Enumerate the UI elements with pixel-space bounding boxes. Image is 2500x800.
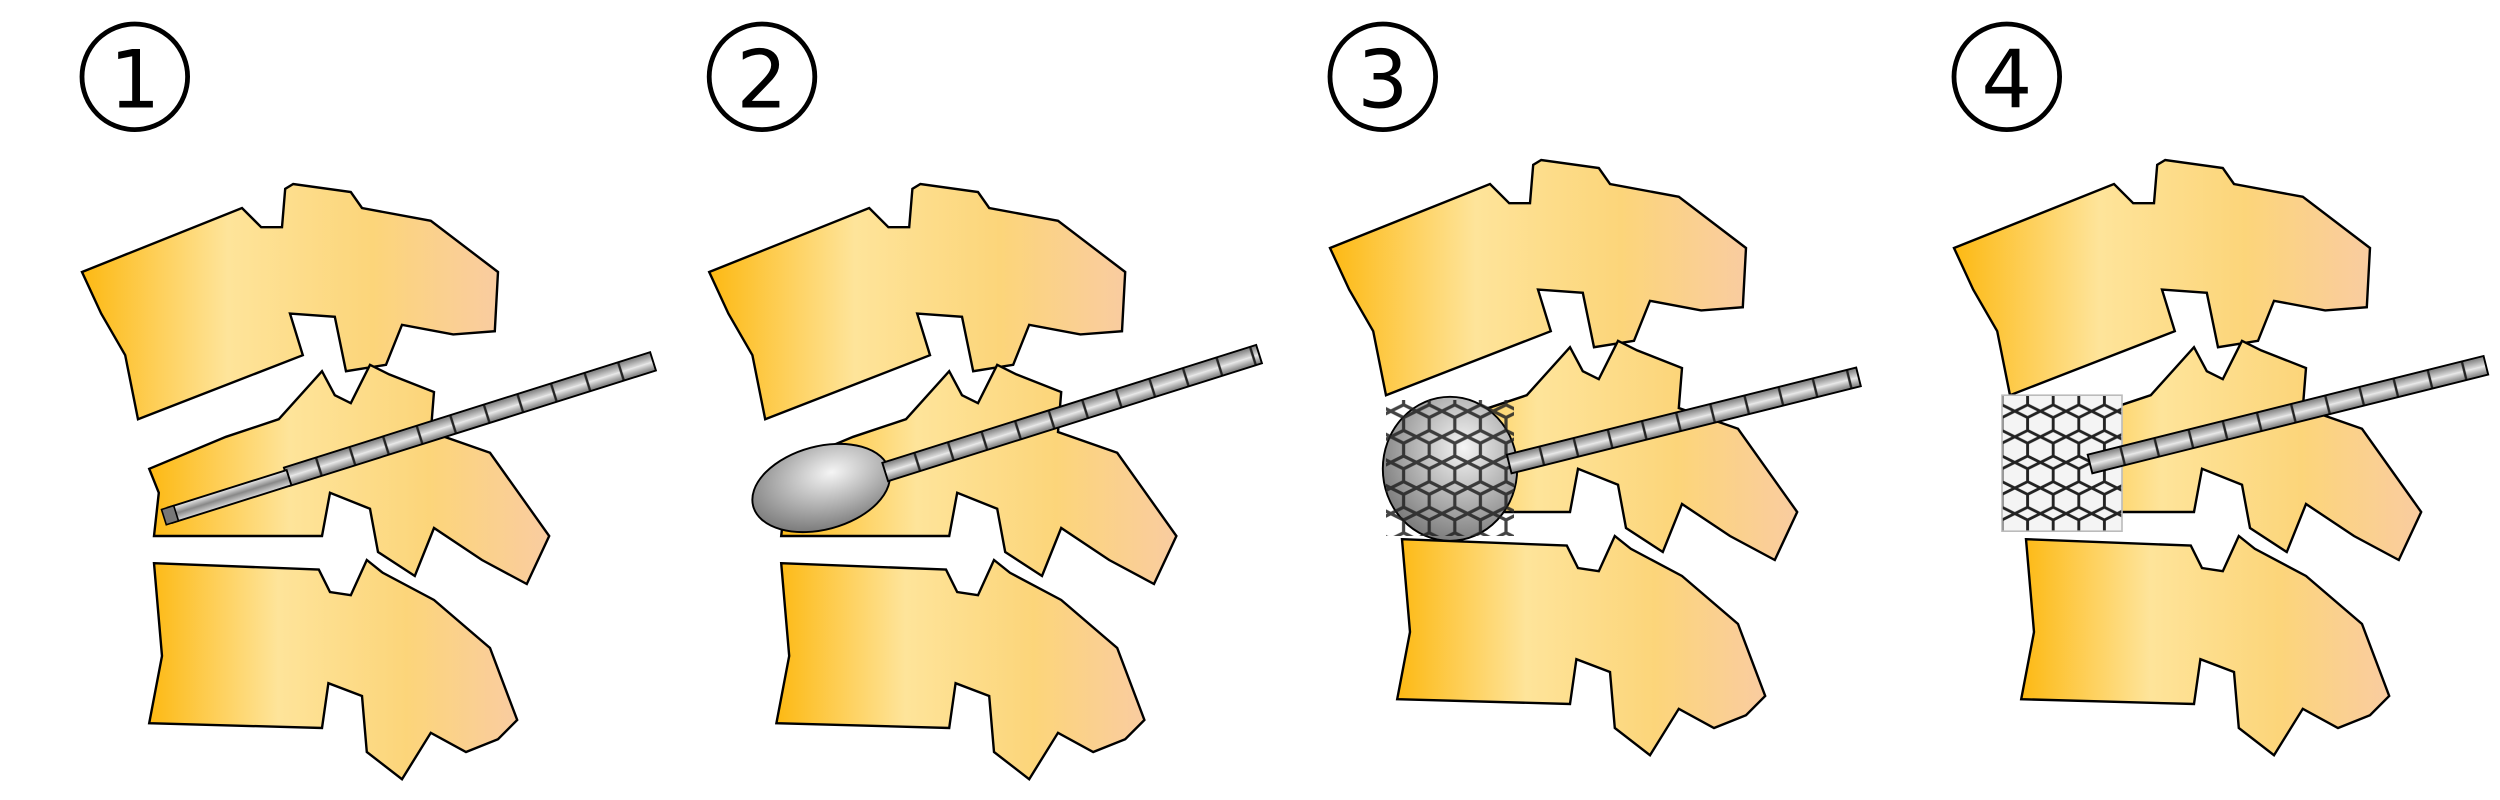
upper-vertebra (1952, 158, 2372, 397)
step-number: 4 (1981, 34, 2032, 127)
panel-4: 4 (1952, 24, 2490, 757)
upper-vertebra (1328, 158, 1748, 397)
step-number: 2 (737, 34, 788, 127)
drill-tip (160, 468, 293, 526)
fractured-vertebra (147, 363, 551, 586)
upper-vertebra (708, 182, 1127, 421)
cannula-instrument (881, 343, 1264, 483)
panel-1: 1 (80, 24, 658, 781)
lower-vertebra (147, 558, 519, 781)
cannula-instrument (2086, 354, 2490, 475)
panel-2: 2 (708, 24, 1264, 781)
step-number: 1 (109, 34, 160, 127)
step-number: 3 (1357, 34, 1408, 127)
lower-vertebra (775, 558, 1146, 781)
upper-vertebra (80, 182, 500, 421)
expanded-stent (1386, 400, 1514, 536)
lower-vertebra (1395, 534, 1767, 757)
lower-vertebra (2019, 534, 2391, 757)
panel-3: 3 (1328, 24, 1862, 757)
cannula-instrument (1505, 366, 1862, 475)
